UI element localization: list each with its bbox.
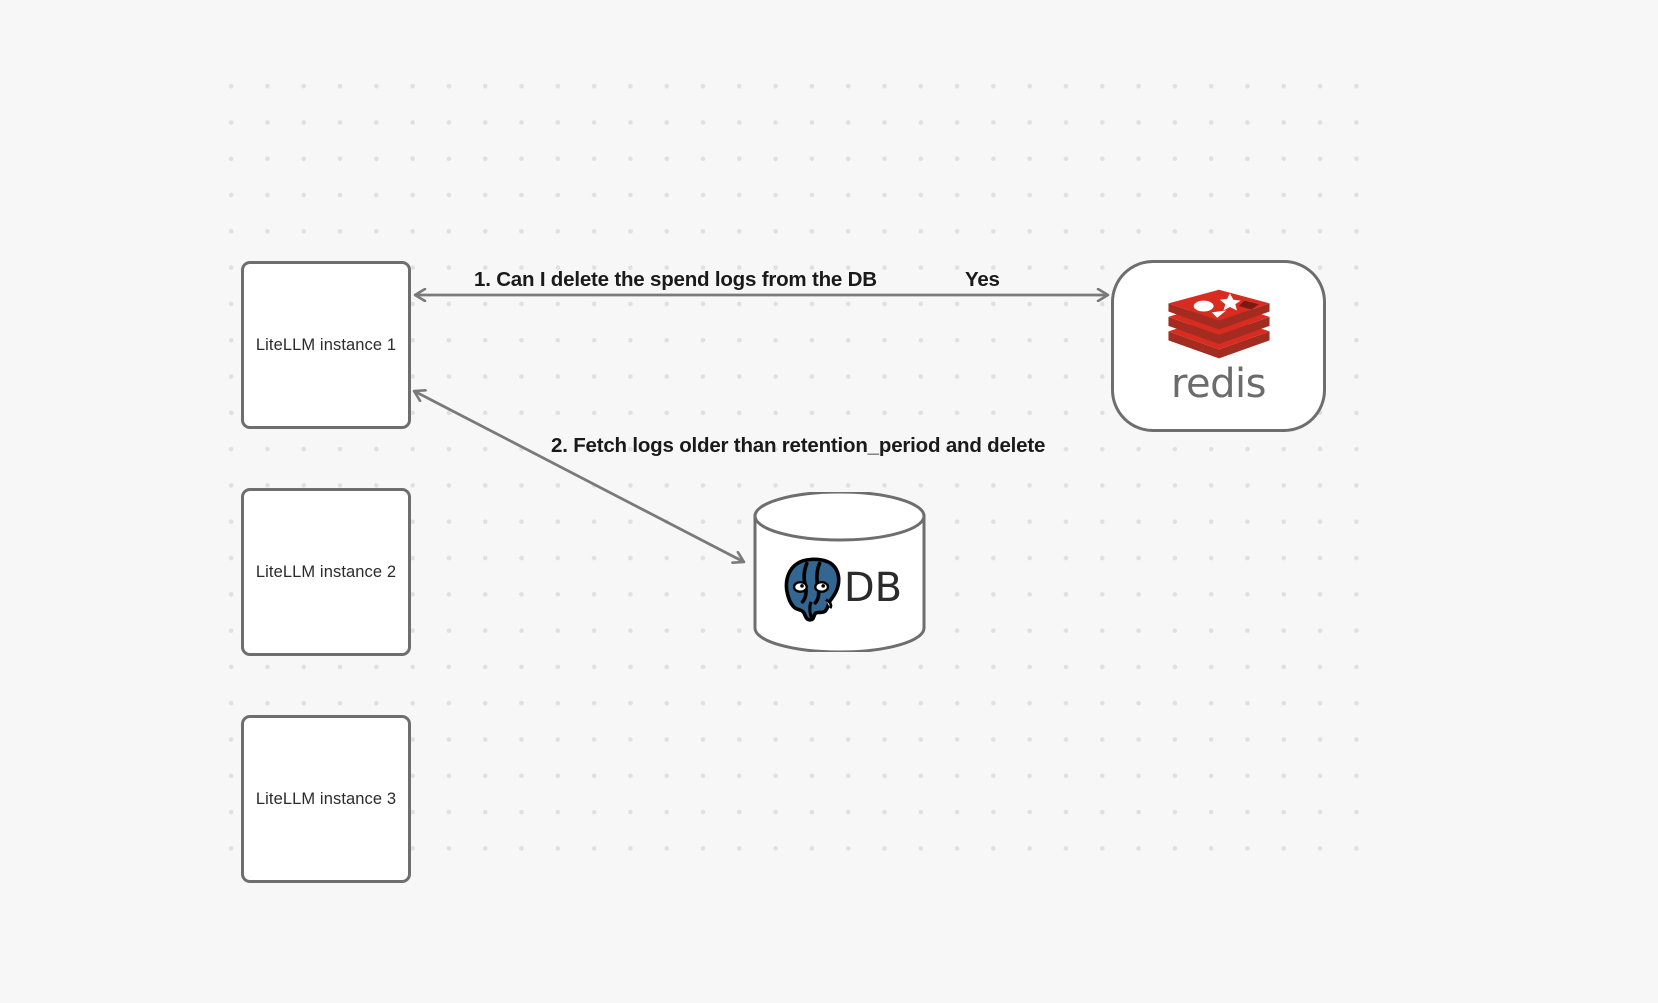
edge-label-step-1: 1. Can I delete the spend logs from the … — [474, 268, 877, 291]
node-litellm-instance-2[interactable]: LiteLLM instance 2 — [241, 488, 411, 656]
node-litellm-instance-1[interactable]: LiteLLM instance 1 — [241, 261, 411, 429]
edge-litellm1-db — [414, 391, 744, 562]
node-redis[interactable]: redis — [1111, 260, 1326, 432]
node-database[interactable]: DB — [752, 492, 927, 652]
node-litellm-instance-3[interactable]: LiteLLM instance 3 — [241, 715, 411, 883]
node-litellm-instance-3-label: LiteLLM instance 3 — [255, 789, 397, 808]
node-litellm-instance-2-label: LiteLLM instance 2 — [255, 562, 397, 581]
database-logo-row: DB — [752, 544, 927, 632]
edge-label-yes: Yes — [965, 268, 1000, 291]
database-label: DB — [843, 565, 903, 611]
postgresql-elephant-icon — [784, 557, 841, 622]
redis-logo-icon — [1167, 289, 1270, 359]
node-litellm-instance-1-label: LiteLLM instance 1 — [255, 335, 397, 354]
edge-label-step-2: 2. Fetch logs older than retention_perio… — [551, 434, 1046, 457]
redis-wordmark: redis — [1170, 361, 1267, 407]
